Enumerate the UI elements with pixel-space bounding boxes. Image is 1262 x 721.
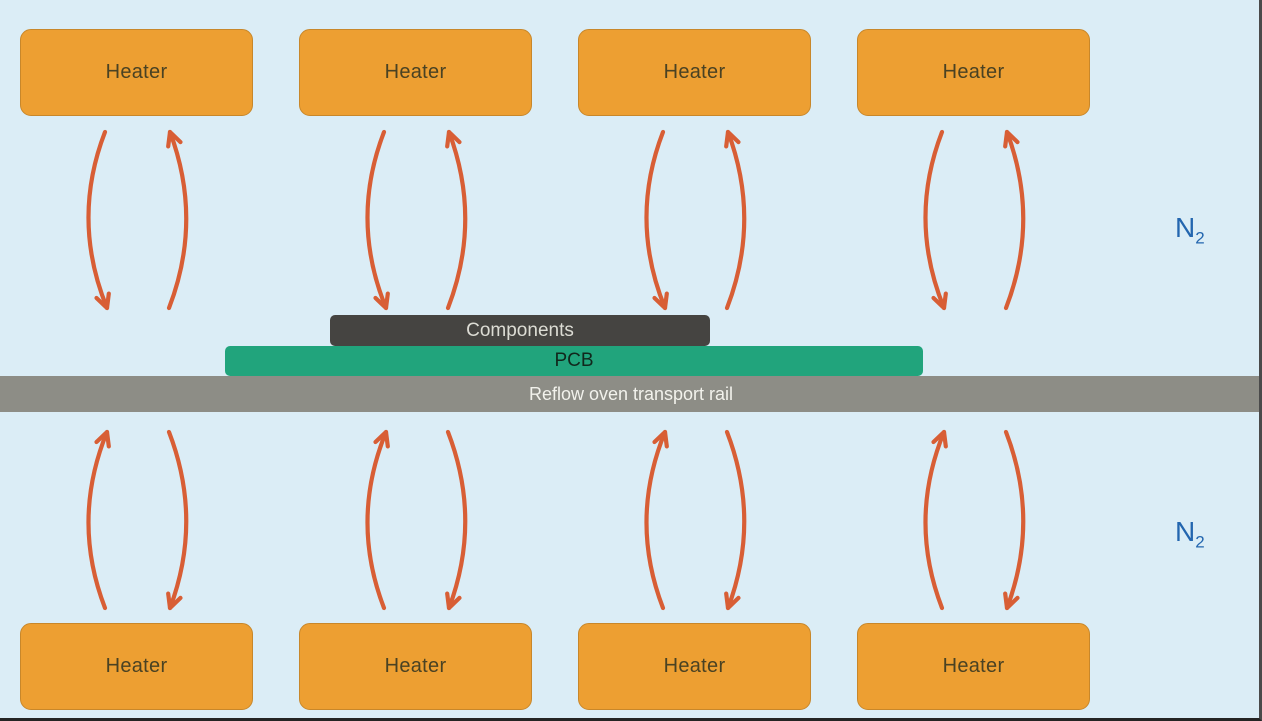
convection-arrows-icon-top-3 (625, 126, 765, 314)
heater-box-bottom-4: Heater (857, 623, 1090, 710)
heater-label: Heater (663, 655, 726, 677)
convection-arrows-icon-bottom-4 (904, 426, 1044, 614)
heater-label: Heater (384, 61, 447, 83)
heater-label: Heater (663, 61, 726, 83)
nitrogen-subscript: 2 (1195, 228, 1205, 248)
pcb-label: PCB (554, 350, 594, 371)
nitrogen-subscript: 2 (1195, 532, 1205, 552)
heater-box-top-1: Heater (20, 29, 253, 116)
heater-label: Heater (105, 655, 168, 677)
heater-box-bottom-3: Heater (578, 623, 811, 710)
convection-arrows-icon-bottom-2 (346, 426, 486, 614)
heater-label: Heater (105, 61, 168, 83)
nitrogen-label-bottom: N2 (1175, 518, 1205, 551)
convection-arrows-icon-bottom-1 (67, 426, 207, 614)
pcb-bar: PCB (225, 346, 923, 376)
heater-label: Heater (942, 61, 1005, 83)
convection-arrows-icon-top-1 (67, 126, 207, 314)
heater-label: Heater (942, 655, 1005, 677)
transport-rail-label: Reflow oven transport rail (528, 383, 734, 404)
heater-box-top-4: Heater (857, 29, 1090, 116)
heater-box-bottom-1: Heater (20, 623, 253, 710)
heater-box-top-3: Heater (578, 29, 811, 116)
transport-rail-bar: Reflow oven transport rail (0, 376, 1259, 412)
components-bar: Components (330, 315, 710, 346)
convection-arrows-icon-bottom-3 (625, 426, 765, 614)
components-label: Components (466, 319, 574, 341)
heater-label: Heater (384, 655, 447, 677)
convection-arrows-icon-top-2 (346, 126, 486, 314)
heater-box-bottom-2: Heater (299, 623, 532, 710)
nitrogen-symbol: N (1175, 516, 1196, 547)
nitrogen-symbol: N (1175, 212, 1196, 243)
convection-arrows-icon-top-4 (904, 126, 1044, 314)
heater-box-top-2: Heater (299, 29, 532, 116)
nitrogen-label-top: N2 (1175, 214, 1205, 247)
